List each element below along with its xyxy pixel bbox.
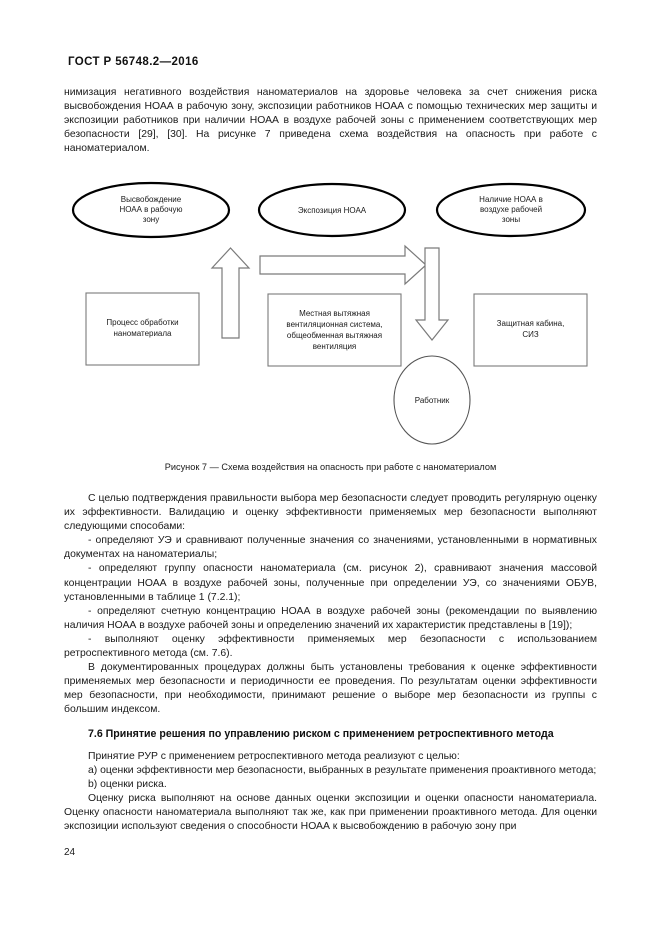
box-ventilation-line-3: общеобменная вытяжная [287, 331, 382, 340]
box-cabin-line-2: СИЗ [522, 330, 539, 339]
box-ventilation-line-4: вентиляция [313, 342, 357, 351]
ellipse-exposure-line-1: Экспозиция НОАА [298, 206, 367, 215]
bullet-count-concentration: - определяют счетную концентрацию НОАА в… [64, 605, 597, 631]
ellipse-release-line-2: НОАА в рабочую [119, 205, 182, 214]
ellipse-worker-line-1: Работник [415, 396, 450, 405]
ellipse-release-line-3: зону [143, 215, 159, 224]
paragraph-documented-procedures: В документированных процедурах должны бы… [64, 662, 597, 716]
right-arrow-icon [259, 244, 427, 286]
ellipse-presence: Наличие НОАА в воздухе рабочей зоны [435, 182, 587, 238]
ellipse-presence-line-1: Наличие НОАА в [479, 195, 543, 204]
figure-7-diagram: Высвобождение НОАА в рабочую зону Экспоз… [64, 168, 597, 468]
box-ventilation: Местная вытяжная вентиляционная система,… [267, 293, 402, 367]
box-process-line-1: Процесс обработки [106, 318, 178, 327]
box-cabin: Защитная кабина, СИЗ [473, 293, 588, 367]
list-item-b: b) оценки риска. [88, 778, 167, 790]
bullet-retrospective-assessment: - выполняют оценку эффективности применя… [64, 633, 597, 660]
box-process-line-2: наноматериала [113, 329, 172, 338]
box-cabin-line-1: Защитная кабина, [497, 319, 565, 328]
down-arrow-icon [414, 247, 450, 341]
ellipse-exposure: Экспозиция НОАА [257, 182, 407, 238]
box-ventilation-line-2: вентиляционная система, [286, 320, 382, 329]
ellipse-release-line-1: Высвобождение [121, 195, 182, 204]
section-heading-7-6: 7.6 Принятие решения по управлению риско… [88, 727, 554, 740]
bullet-hazard-group: - определяют группу опасности наноматери… [64, 563, 597, 603]
up-arrow-icon [210, 247, 251, 339]
ellipse-release: Высвобождение НОАА в рабочую зону [71, 181, 231, 239]
ellipse-worker: Работник [393, 355, 471, 445]
bullet-ue-comparison: - определяют УЭ и сравнивают полученные … [64, 535, 597, 561]
ellipse-presence-line-3: зоны [502, 215, 520, 224]
paragraph-risk-assessment: Оценку риска выполняют на основе данных … [64, 792, 597, 833]
paragraph-intro: нимизация негативного воздействия нанома… [64, 87, 597, 155]
figure-caption: Рисунок 7 — Схема воздействия на опаснос… [164, 462, 497, 472]
paragraph-validation-intro: С целью подтверждения правильности выбор… [64, 493, 597, 533]
ellipse-presence-line-2: воздухе рабочей [480, 205, 542, 214]
list-item-a: a) оценки эффективности мер безопасности… [88, 764, 597, 776]
paragraph-rur-purpose: Принятие РУР с применением ретроспективн… [88, 750, 460, 762]
intro-text-block: нимизация негативного воздействия нанома… [64, 86, 597, 156]
standard-header: ГОСТ Р 56748.2—2016 [68, 56, 199, 68]
page-number: 24 [64, 847, 76, 858]
box-process: Процесс обработки наноматериала [85, 292, 200, 366]
box-ventilation-line-1: Местная вытяжная [299, 309, 370, 318]
body-text-block: С целью подтверждения правильности выбор… [64, 492, 597, 834]
